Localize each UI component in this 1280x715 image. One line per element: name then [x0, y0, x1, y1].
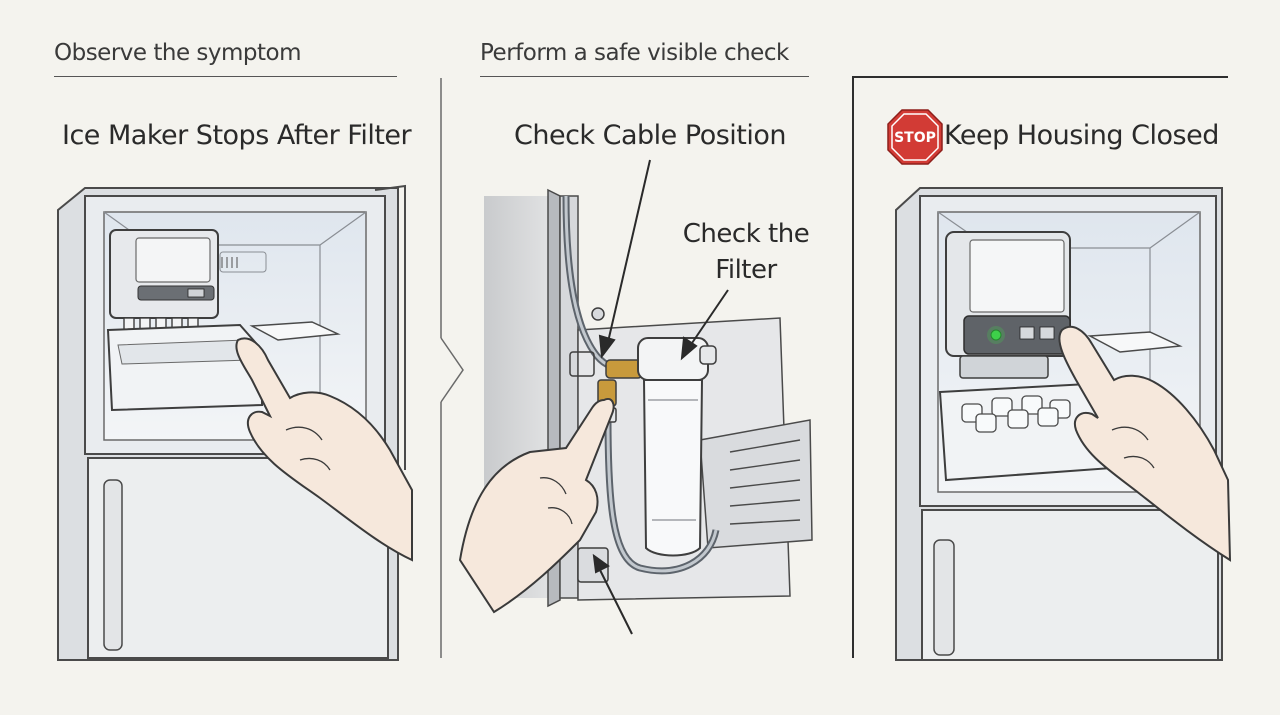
- shelf: [249, 321, 341, 341]
- shelf: [1087, 331, 1183, 353]
- panel-2-step-label: Perform a safe visible check: [480, 40, 789, 66]
- panel-2-filter-callout: Check the Filter: [682, 219, 810, 285]
- stop-sign-label: STOP: [894, 130, 936, 146]
- panel-2-title: Check Cable Position: [514, 120, 787, 151]
- vent-grille: [699, 419, 813, 549]
- ice-bin-with-cubes: [938, 382, 1114, 482]
- callout-arrows: [592, 159, 729, 635]
- panel-1-step-label: Observe the symptom: [54, 40, 302, 66]
- ice-maker-unit: [945, 231, 1071, 379]
- hand-pointing: [235, 337, 413, 562]
- hand-pointing: [458, 398, 615, 614]
- panel-3-title: Keep Housing Closed: [944, 120, 1219, 151]
- panel-1-title: Ice Maker Stops After Filter: [62, 120, 412, 151]
- ice-bin: [106, 323, 263, 412]
- mount-brackets: [569, 307, 609, 583]
- stop-sign-icon: STOP: [887, 109, 943, 165]
- status-light: [990, 329, 1002, 341]
- panel-1-illustration: [57, 184, 413, 661]
- panel-divider-chevron: [440, 78, 464, 658]
- panel-2-illustration: [458, 159, 813, 635]
- hand-pointing: [1058, 325, 1232, 562]
- panel-3-border: [852, 76, 1228, 658]
- ice-maker-unit: [109, 229, 267, 333]
- panel-2-step-underline: [480, 76, 809, 77]
- panel-3-illustration: [895, 187, 1232, 661]
- panel-1-step-underline: [54, 76, 397, 77]
